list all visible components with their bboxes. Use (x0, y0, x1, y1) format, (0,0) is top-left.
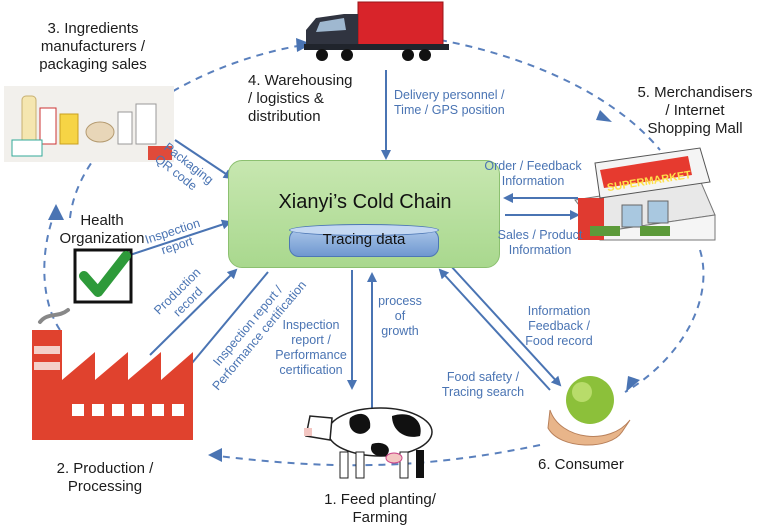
arrow-production-record (149, 268, 238, 356)
node-merchandisers-label: 5. Merchandisers / Internet Shopping Mal… (637, 84, 753, 137)
node-warehousing-label: 4. Warehousing / logistics & distributio… (248, 72, 353, 125)
flow-info-feedback-label: Information Feedback / Food record (525, 304, 593, 348)
factory-icon (32, 308, 193, 440)
node-ingredients-label: 3. Ingredients manufacturers / packaging… (39, 20, 147, 73)
flow-growth-label: process of growth (378, 294, 422, 338)
truck-icon (304, 1, 449, 61)
arrow-inspection-perf (180, 271, 269, 377)
arrow-food-safety (438, 268, 551, 391)
cycle-arrowhead-to-factory (208, 448, 222, 462)
cow-icon (304, 407, 433, 479)
arrow-packaging (174, 139, 234, 180)
flow-perf-cert-label: Inspection report / Performance certific… (275, 318, 347, 377)
cycle-arrowhead-to-consumer (626, 376, 640, 392)
cold-chain-hub: Xianyi’s Cold Chain Tracing data (228, 160, 500, 268)
check-icon (73, 248, 133, 304)
hub-title: Xianyi’s Cold Chain (278, 191, 452, 213)
flow-order-label: Order / Feedback Information (484, 159, 582, 188)
cycle-arrowhead-to-store (596, 110, 612, 122)
cycle-arrowhead-to-ingredients (48, 204, 64, 220)
arrow-info-feedback (449, 264, 562, 387)
tracing-data-label: Tracing data (322, 231, 406, 248)
ingredients-products-image (4, 86, 174, 162)
flow-delivery-label: Delivery personnel / Time / GPS position (394, 88, 505, 117)
arrow-inspection (129, 219, 232, 256)
node-health-label: Health Organization (59, 212, 145, 247)
flow-food-safety-label: Food safety / Tracing search (441, 370, 525, 399)
node-consumer-label: 6. Consumer (538, 456, 624, 473)
node-farming-label: 1. Feed planting/ Farming (324, 491, 436, 526)
tracing-data-cylinder-top (289, 224, 439, 236)
node-production-label: 2. Production / Processing (56, 460, 154, 495)
globe-in-hands-icon (547, 376, 631, 446)
supermarket-icon: SUPERMARKET (574, 147, 716, 241)
flow-sales-label: Sales / Product Information (497, 228, 583, 257)
